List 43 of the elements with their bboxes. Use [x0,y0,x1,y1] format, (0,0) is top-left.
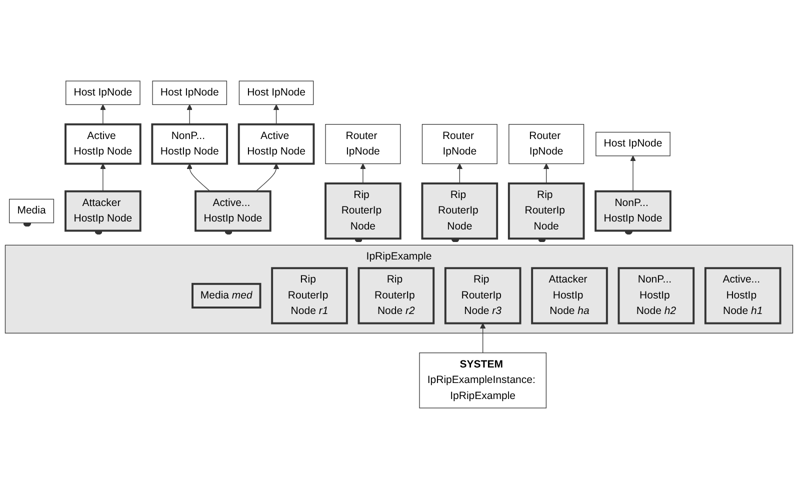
node-box: Router IpNode [508,124,584,164]
node-box: Active HostIp Node [64,123,142,165]
node-box: Rip RouterIp Node r2 [358,267,435,324]
node-box: Host IpNode [596,132,670,156]
connector [452,238,460,242]
arrow [100,163,106,192]
arrow [360,163,366,184]
arrow [273,104,280,125]
node-box: Media med [192,282,262,309]
node-box: Host IpNode [152,80,228,105]
node-box: SYSTEM IpRipExampleInstance: IpRipExample [419,352,547,408]
node-box: Router IpNode [325,124,401,164]
arrow [543,163,550,184]
node-box: Attacker HostIp Node ha [531,267,608,324]
node-box: Active HostIp Node [238,123,315,165]
node-box: Router IpNode [422,124,498,164]
node-box: Rip RouterIp Node r3 [444,267,522,324]
arrow [456,163,463,184]
node-box: Host IpNode [238,80,314,105]
node-box: Rip RouterIp Node [421,182,498,240]
node-box: Attacker HostIp Node [64,190,142,232]
arrow [480,323,486,354]
connector [625,230,634,234]
arrow [186,163,210,192]
node-box: Host IpNode [66,80,140,105]
connector [225,230,234,234]
node-box: Rip RouterIp Node [324,182,402,240]
node-box: Rip RouterIp Node [508,182,585,240]
connector [538,238,547,242]
node-box: Media [9,198,54,224]
node-box: NonP... HostIp Node [151,123,228,165]
node-box: NonP... HostIp Node h2 [618,267,695,324]
node-box: Active... HostIp Node h1 [704,267,782,324]
arrow [186,104,192,125]
arrow [100,104,106,125]
node-box: Active... HostIp Node [194,190,272,232]
connector [355,238,364,242]
connector [95,230,104,234]
connector [24,222,32,226]
node-box: NonP... HostIp Node [594,190,672,232]
arrow [630,156,636,192]
node-box: Rip RouterIp Node r1 [271,267,348,324]
arrow [255,163,280,192]
